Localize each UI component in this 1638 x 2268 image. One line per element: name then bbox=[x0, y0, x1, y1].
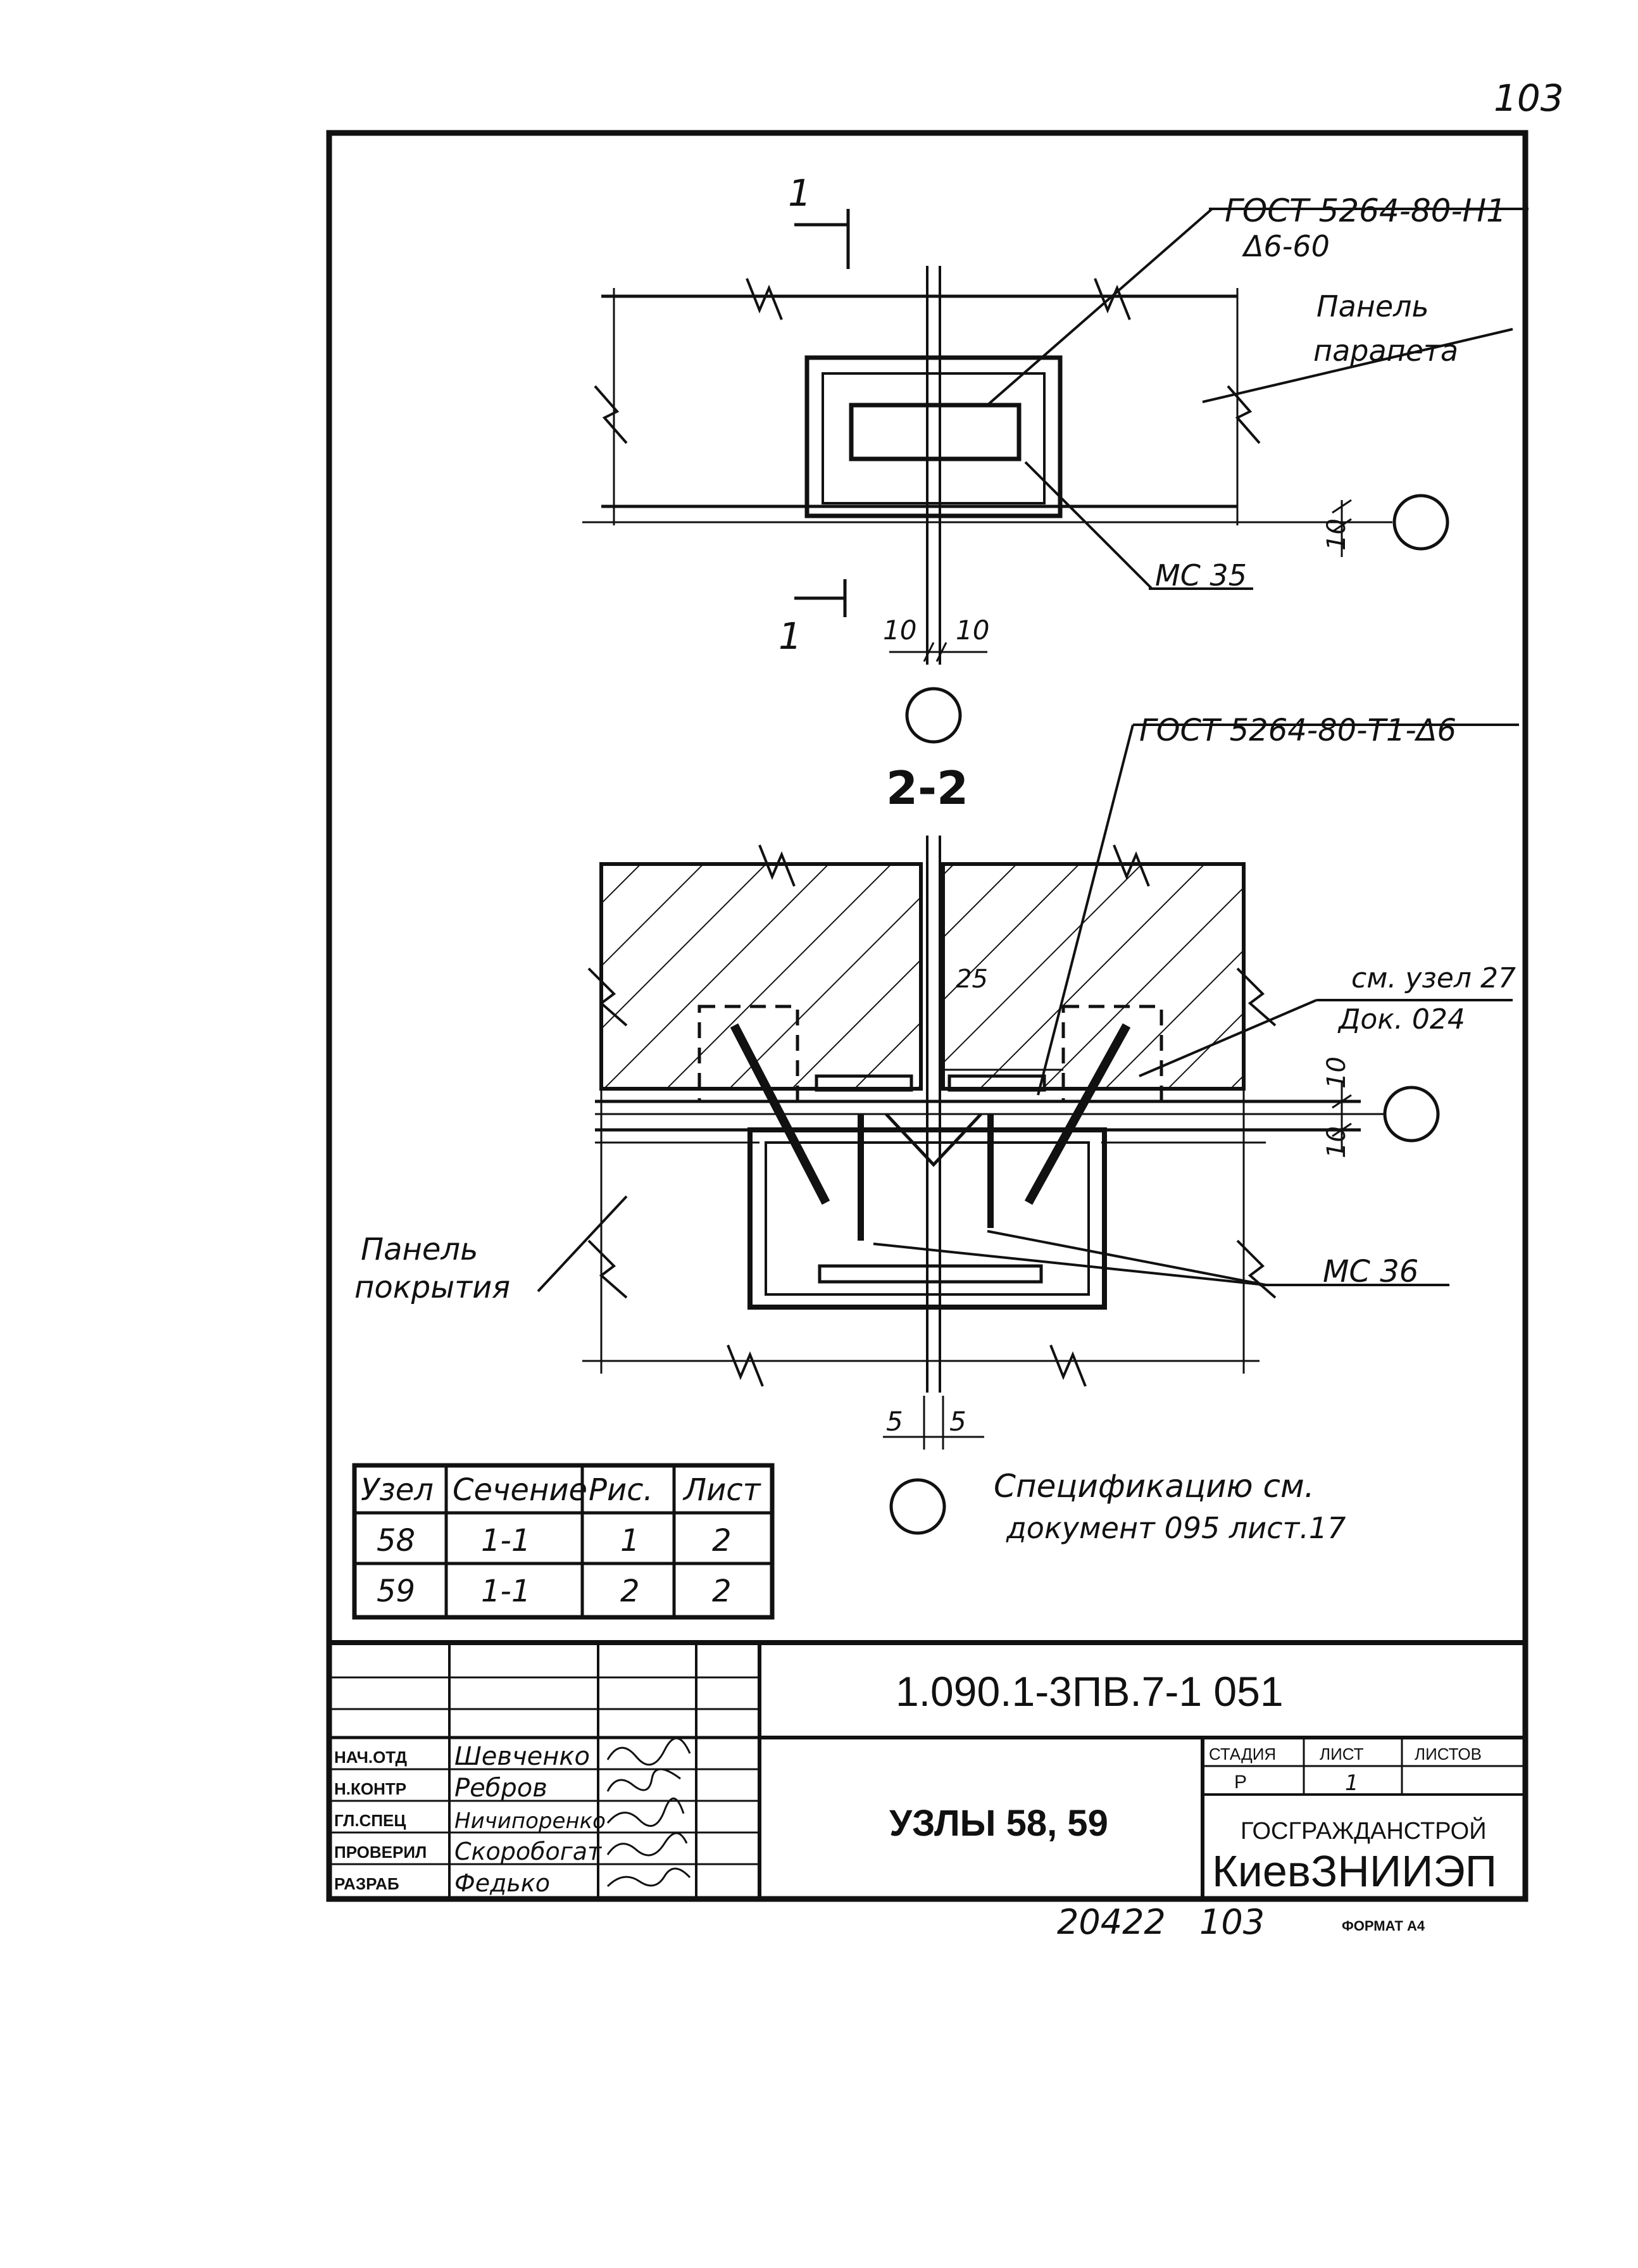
dim-left-10: 10 bbox=[883, 615, 916, 646]
dim-right2-10: 10 bbox=[956, 615, 989, 646]
table-cell: 2 bbox=[712, 1523, 732, 1558]
part-label-ms35: МС 35 bbox=[1155, 558, 1247, 592]
doc-code: 1.090.1-3ПВ.7-1 051 bbox=[896, 1668, 1284, 1715]
sheets-header: ЛИСТОВ bbox=[1415, 1745, 1482, 1764]
table-cell: 1-1 bbox=[481, 1574, 530, 1609]
dim-right-10: 10 bbox=[1322, 518, 1351, 551]
table-header-figure: Рис. bbox=[589, 1472, 653, 1508]
role-chief-spec: ГЛ.СПЕЦ bbox=[334, 1811, 406, 1830]
weld-spec-top: Δ6-60 bbox=[1242, 229, 1330, 263]
section-mark-bottom: 1 bbox=[778, 615, 802, 658]
dim-top-10: 10 bbox=[1322, 1056, 1351, 1089]
name-developed: Федько bbox=[454, 1869, 550, 1897]
top-view bbox=[582, 208, 1529, 744]
org-name-1: ГОСГРАЖДАНСТРОЙ bbox=[1241, 1816, 1487, 1845]
roof-panel-label-1: Панель bbox=[361, 1232, 478, 1267]
table-cell: 2 bbox=[712, 1574, 732, 1609]
dim-bottom-10: 10 bbox=[1322, 1126, 1351, 1158]
dim-left-5: 5 bbox=[886, 1406, 903, 1437]
drawing-title: УЗЛЫ 58, 59 bbox=[889, 1803, 1108, 1844]
dim-right-5: 5 bbox=[949, 1406, 966, 1437]
name-head-dept: Шевченко bbox=[454, 1742, 590, 1771]
table-cell: 1 bbox=[620, 1523, 640, 1558]
name-chief-spec: Ничипоренко bbox=[454, 1808, 606, 1834]
stage-header: СТАДИЯ bbox=[1209, 1745, 1276, 1764]
name-checked: Скоробогат bbox=[454, 1838, 603, 1865]
footer-sheet: 103 bbox=[1199, 1902, 1265, 1942]
weld-std-top: ГОСТ 5264-80-Н1 bbox=[1225, 192, 1506, 229]
org-name-2: КиевЗНИИЭП bbox=[1212, 1846, 1497, 1896]
table-cell: 59 bbox=[377, 1574, 415, 1609]
footer-inventory: 20422 bbox=[1057, 1902, 1166, 1942]
table-header-section: Сечение bbox=[453, 1472, 587, 1508]
title-block bbox=[329, 1640, 1525, 1899]
spec-note-1: Спецификацию см. bbox=[994, 1468, 1315, 1505]
stage-value: Р bbox=[1234, 1772, 1247, 1793]
part-label-ms36: МС 36 bbox=[1323, 1254, 1418, 1289]
page-number: 103 bbox=[1494, 77, 1564, 120]
table-cell: 58 bbox=[377, 1523, 415, 1558]
role-head-dept: НАЧ.ОТД bbox=[334, 1748, 408, 1767]
footer-format: ФОРМАТ А4 bbox=[1342, 1918, 1425, 1934]
roof-panel-label-2: покрытия bbox=[354, 1270, 510, 1305]
spec-note-2: документ 095 лист.17 bbox=[1006, 1511, 1346, 1545]
parapet-panel-label-2: парапета bbox=[1313, 334, 1458, 368]
table-header-node: Узел bbox=[361, 1472, 434, 1508]
role-checked: ПРОВЕРИЛ bbox=[334, 1843, 427, 1862]
dim-25: 25 bbox=[956, 965, 988, 994]
ref-doc-024: Док. 024 bbox=[1337, 1003, 1465, 1036]
name-norm-control: Ребров bbox=[454, 1774, 547, 1803]
sheet-value: 1 bbox=[1345, 1770, 1359, 1796]
parapet-panel-label-1: Панель bbox=[1316, 289, 1429, 323]
node-table bbox=[352, 1463, 775, 1620]
ref-node-27: см. узел 27 bbox=[1351, 962, 1516, 994]
section-mark-top: 1 bbox=[788, 172, 811, 215]
weld-std-section: ГОСТ 5264-80-Т1-Δ6 bbox=[1139, 713, 1456, 748]
table-header-sheet: Лист bbox=[682, 1472, 762, 1508]
sheet-header: ЛИСТ bbox=[1320, 1745, 1364, 1764]
sheet-frame bbox=[326, 130, 1529, 1902]
section-title: 2-2 bbox=[886, 761, 968, 815]
section-view bbox=[537, 724, 1519, 1535]
role-norm-control: Н.КОНТР bbox=[334, 1779, 406, 1798]
role-developed: РАЗРАБ bbox=[334, 1874, 399, 1893]
table-cell: 2 bbox=[620, 1574, 640, 1609]
table-cell: 1-1 bbox=[481, 1523, 530, 1558]
